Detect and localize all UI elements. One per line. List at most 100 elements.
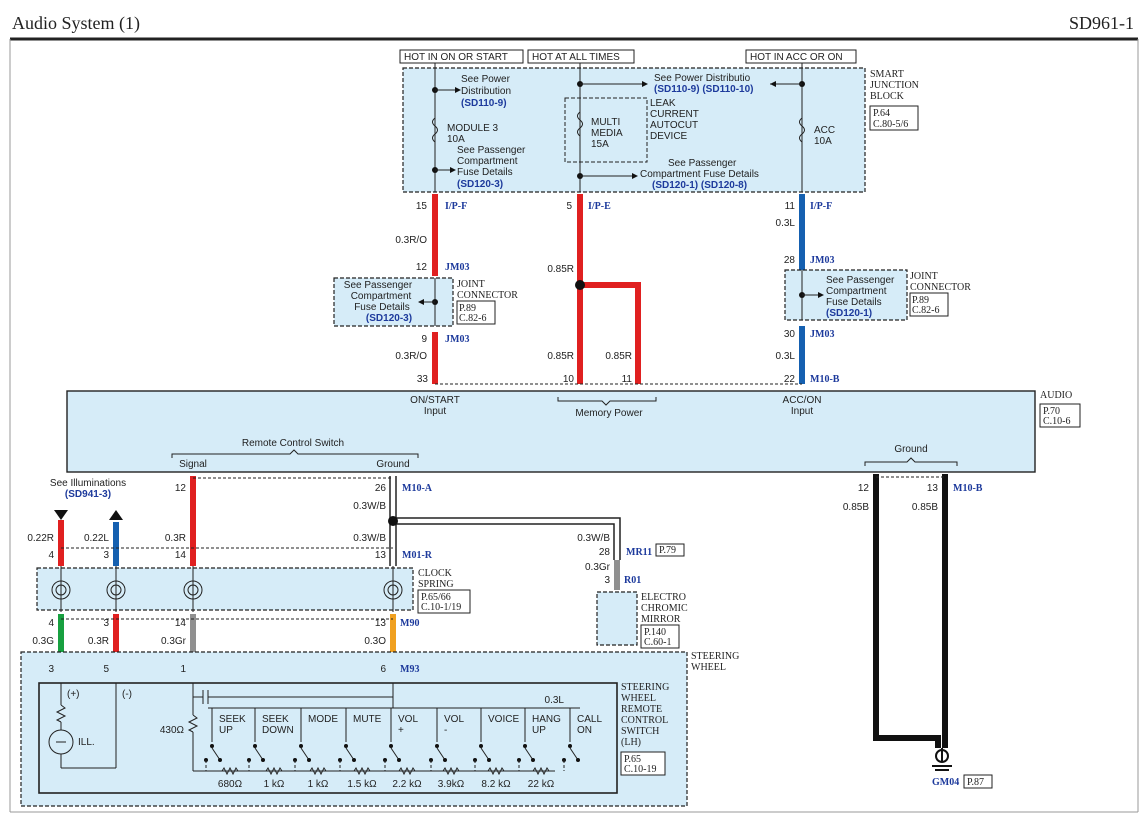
- g-w2: 0.85B: [912, 502, 938, 513]
- fuse-mm-1: MULTI: [591, 117, 620, 128]
- svg-text:+: +: [398, 725, 404, 736]
- clock-1: CLOCK: [418, 568, 453, 579]
- leak-current-device: [564, 97, 648, 163]
- switch-button-vol-: VOL-: [429, 708, 464, 771]
- jl-name-1: JOINT: [457, 279, 485, 290]
- m93-1: 1: [180, 664, 186, 675]
- arrow-down-icon: [54, 510, 68, 520]
- svg-text:VOL: VOL: [398, 714, 418, 725]
- rcs-2: WHEEL: [621, 693, 656, 704]
- clock-ref-1: P.65/66: [421, 592, 451, 603]
- m01r: M01-R: [402, 550, 433, 561]
- ground-label-left: Ground: [376, 459, 409, 470]
- p14: 14: [175, 550, 187, 561]
- jm03-right-label-2: JM03: [810, 329, 834, 340]
- jl-name-2: CONNECTOR: [457, 290, 518, 301]
- arrow-icon: [455, 87, 461, 93]
- w1-pin: 15: [416, 201, 428, 212]
- m93: M93: [400, 664, 419, 675]
- m93-5: 5: [103, 664, 109, 675]
- w4-color: 0.3R/O: [395, 351, 427, 362]
- jr-fuse-3: Fuse Details: [826, 297, 882, 308]
- sjb-ref-1: P.64: [873, 108, 890, 119]
- jr-name-1: JOINT: [910, 271, 938, 282]
- arrow-icon: [418, 299, 424, 305]
- page-title: Audio System (1): [12, 13, 140, 33]
- pcf-mid-1: See Passenger: [668, 158, 737, 169]
- r01-color: 0.3Gr: [585, 562, 611, 573]
- rcs-5: SWITCH: [621, 726, 659, 737]
- minus-label: (-): [122, 689, 132, 700]
- audio-pin-22: 22: [784, 374, 796, 385]
- fuse-mm-3: 15A: [591, 139, 609, 150]
- w-022r: 0.22R: [27, 533, 54, 544]
- sjb-name-1: SMART: [870, 69, 904, 80]
- w-022l: 0.22L: [84, 533, 109, 544]
- smart-junction-block: [402, 67, 866, 193]
- leak-2: CURRENT: [650, 109, 699, 120]
- acc-on-1: ACC/ON: [783, 395, 822, 406]
- ground-icon: [932, 748, 952, 771]
- w3-pin: 11: [785, 201, 796, 212]
- jm03-right-in: 28: [784, 255, 796, 266]
- resistor-label: 1.5 kΩ: [347, 779, 377, 790]
- mr-color: 0.3W/B: [577, 533, 610, 544]
- gm04-ref: P.87: [967, 777, 984, 788]
- w5-color: 0.85R: [547, 351, 574, 362]
- pd-left-3: (SD110-9): [461, 98, 507, 109]
- w3-color: 0.3L: [776, 218, 796, 229]
- jm03-right-label: JM03: [810, 255, 834, 266]
- jr-ref-1: P.89: [912, 295, 929, 306]
- power-label-acc: HOT IN ACC OR ON: [750, 52, 843, 63]
- r01-conn: R01: [624, 575, 641, 586]
- remote-control-switch-unit: [38, 682, 618, 794]
- fuse-acc-icon: [799, 117, 805, 143]
- fuse-multimedia-icon: [577, 111, 583, 137]
- pcf-left-3: Fuse Details: [457, 167, 513, 178]
- w-gnd2: 0.3W/B: [353, 533, 386, 544]
- signal-label: Signal: [179, 459, 207, 470]
- p13: 13: [375, 550, 387, 561]
- arrow-icon: [770, 81, 776, 87]
- rcs-3: REMOTE: [621, 704, 662, 715]
- svg-text:CALL: CALL: [577, 714, 602, 725]
- m90: M90: [400, 618, 419, 629]
- resistor-label: 680Ω: [218, 779, 243, 790]
- ill-lamp-circuit: [48, 683, 117, 769]
- mirror-ref-1: P.140: [644, 627, 666, 638]
- svg-text:VOICE: VOICE: [488, 714, 519, 725]
- resistor-label: 1 kΩ: [308, 779, 329, 790]
- w7-color: 0.3L: [776, 351, 796, 362]
- electrochromic-mirror: [596, 591, 638, 646]
- w1-conn: I/P-F: [445, 201, 467, 212]
- resistor-5: 3.9kΩ: [438, 766, 465, 790]
- sw-14: 14: [175, 618, 187, 629]
- clock-spring-coil-icons: [51, 566, 403, 612]
- resistor-2: 1 kΩ: [308, 766, 329, 790]
- jr-ref-2: C.82-6: [912, 305, 940, 316]
- g-m10b: M10-B: [953, 483, 983, 494]
- clock-2: SPRING: [418, 579, 454, 590]
- audio-pin-10: 10: [563, 374, 575, 385]
- resistor-6: 8.2 kΩ: [481, 766, 511, 790]
- rcs-1: STEERING: [621, 682, 669, 693]
- mr-conn: MR11: [626, 547, 652, 558]
- audio-unit: [66, 390, 1036, 473]
- sjb-ref-2: C.80-5/6: [873, 119, 908, 130]
- switch-button-mute: MUTE: [338, 708, 382, 771]
- sw-13: 13: [375, 618, 387, 629]
- power-label-acc-box: [745, 49, 857, 64]
- audio-pin-33: 33: [417, 374, 429, 385]
- w-03l: 0.3L: [545, 695, 565, 706]
- leak-4: DEVICE: [650, 131, 688, 142]
- mirror-ref-2: C.60-1: [644, 637, 672, 648]
- memory-power: Memory Power: [575, 408, 643, 419]
- w2-color: 0.85R: [547, 264, 574, 275]
- sjb-name-2: JUNCTION: [870, 80, 919, 91]
- w1-color: 0.3R/O: [395, 235, 427, 246]
- svg-text:VOL: VOL: [444, 714, 464, 725]
- power-label-bat: HOT AT ALL TIMES: [532, 52, 620, 63]
- steering-wheel: [20, 651, 688, 807]
- rcs-4: CONTROL: [621, 715, 668, 726]
